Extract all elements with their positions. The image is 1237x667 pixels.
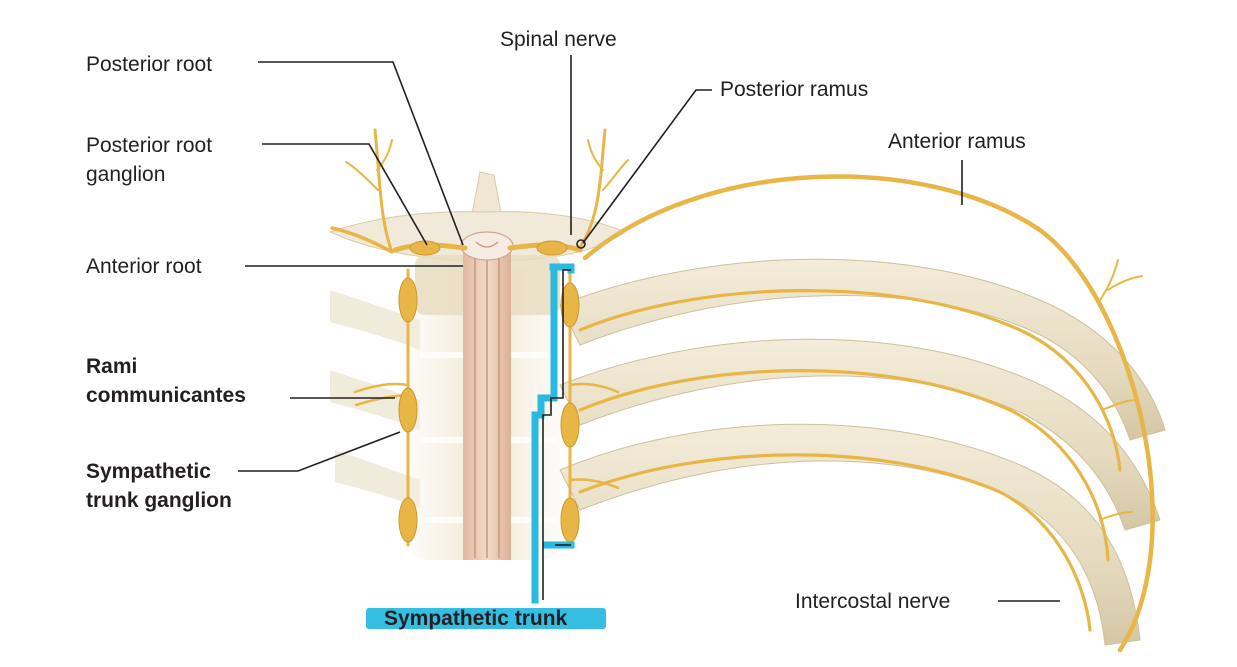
label-rami-communicantes-1: Rami <box>86 355 138 378</box>
label-spinal-nerve: Spinal nerve <box>500 28 617 51</box>
sympathetic-trunk-label-highlight <box>366 608 606 629</box>
label-anterior-ramus: Anterior ramus <box>888 130 1026 153</box>
intercostal-nerve-3 <box>578 453 1092 632</box>
sympathetic-trunk-ganglion-left-3 <box>398 497 418 543</box>
rami-communicantes-right-2 <box>568 478 620 490</box>
rami-communicantes-left-1 <box>353 382 410 394</box>
leader-sympathetic-trunk-ganglion <box>238 431 401 472</box>
rib-left-upper <box>330 290 420 350</box>
label-sympathetic-trunk-ganglion-1: Sympathetic <box>86 460 211 483</box>
label-posterior-root-ganglion-1: Posterior root <box>86 134 213 157</box>
label-sympathetic-trunk: Sympathetic trunk <box>384 607 568 630</box>
rib-middle <box>559 338 1161 531</box>
rib-upper <box>559 258 1166 441</box>
ganglia <box>398 240 580 543</box>
ribs <box>330 258 1166 646</box>
label-anterior-root: Anterior root <box>86 255 202 278</box>
label-posterior-root-ganglion-2: ganglion <box>86 163 166 186</box>
spinal-cord <box>460 231 514 560</box>
sympathetic-trunk-ganglion-right-1 <box>560 282 580 328</box>
spinal-cord-cross-section <box>460 231 514 261</box>
label-sympathetic-trunk-ganglion-2: trunk ganglion <box>86 489 232 512</box>
sympathetic-trunk-ganglion-left-1 <box>398 277 418 323</box>
leader-lines <box>238 55 1060 602</box>
sympathetic-trunk-ganglion-left-2 <box>398 387 418 433</box>
leader-posterior-root-ganglion <box>262 143 428 246</box>
intercostal-nerve-2 <box>578 369 1110 562</box>
leader-posterior-root <box>258 61 464 246</box>
rib-lower <box>559 423 1141 646</box>
posterior-ramus-left <box>373 128 394 254</box>
label-posterior-ramus: Posterior ramus <box>720 78 869 101</box>
posterior-ramus-right <box>576 128 607 252</box>
sympathetic-trunk-ganglion-right-2 <box>560 402 580 448</box>
leader-sympathetic-trunk <box>542 269 571 600</box>
intercostal-nerve-1 <box>578 289 1122 472</box>
rami-communicantes-right-1 <box>568 382 620 394</box>
rib-left-lower <box>335 450 420 508</box>
label-posterior-root: Posterior root <box>86 53 213 76</box>
leader-posterior-ramus <box>582 89 712 244</box>
anterior-ramus-nerve <box>582 174 1155 653</box>
sympathetic-trunk-ganglion-right-3 <box>560 497 580 543</box>
label-intercostal-nerve: Intercostal nerve <box>795 590 951 613</box>
label-rami-communicantes-2: communicantes <box>86 384 246 407</box>
posterior-root-ganglion-right <box>536 240 568 256</box>
